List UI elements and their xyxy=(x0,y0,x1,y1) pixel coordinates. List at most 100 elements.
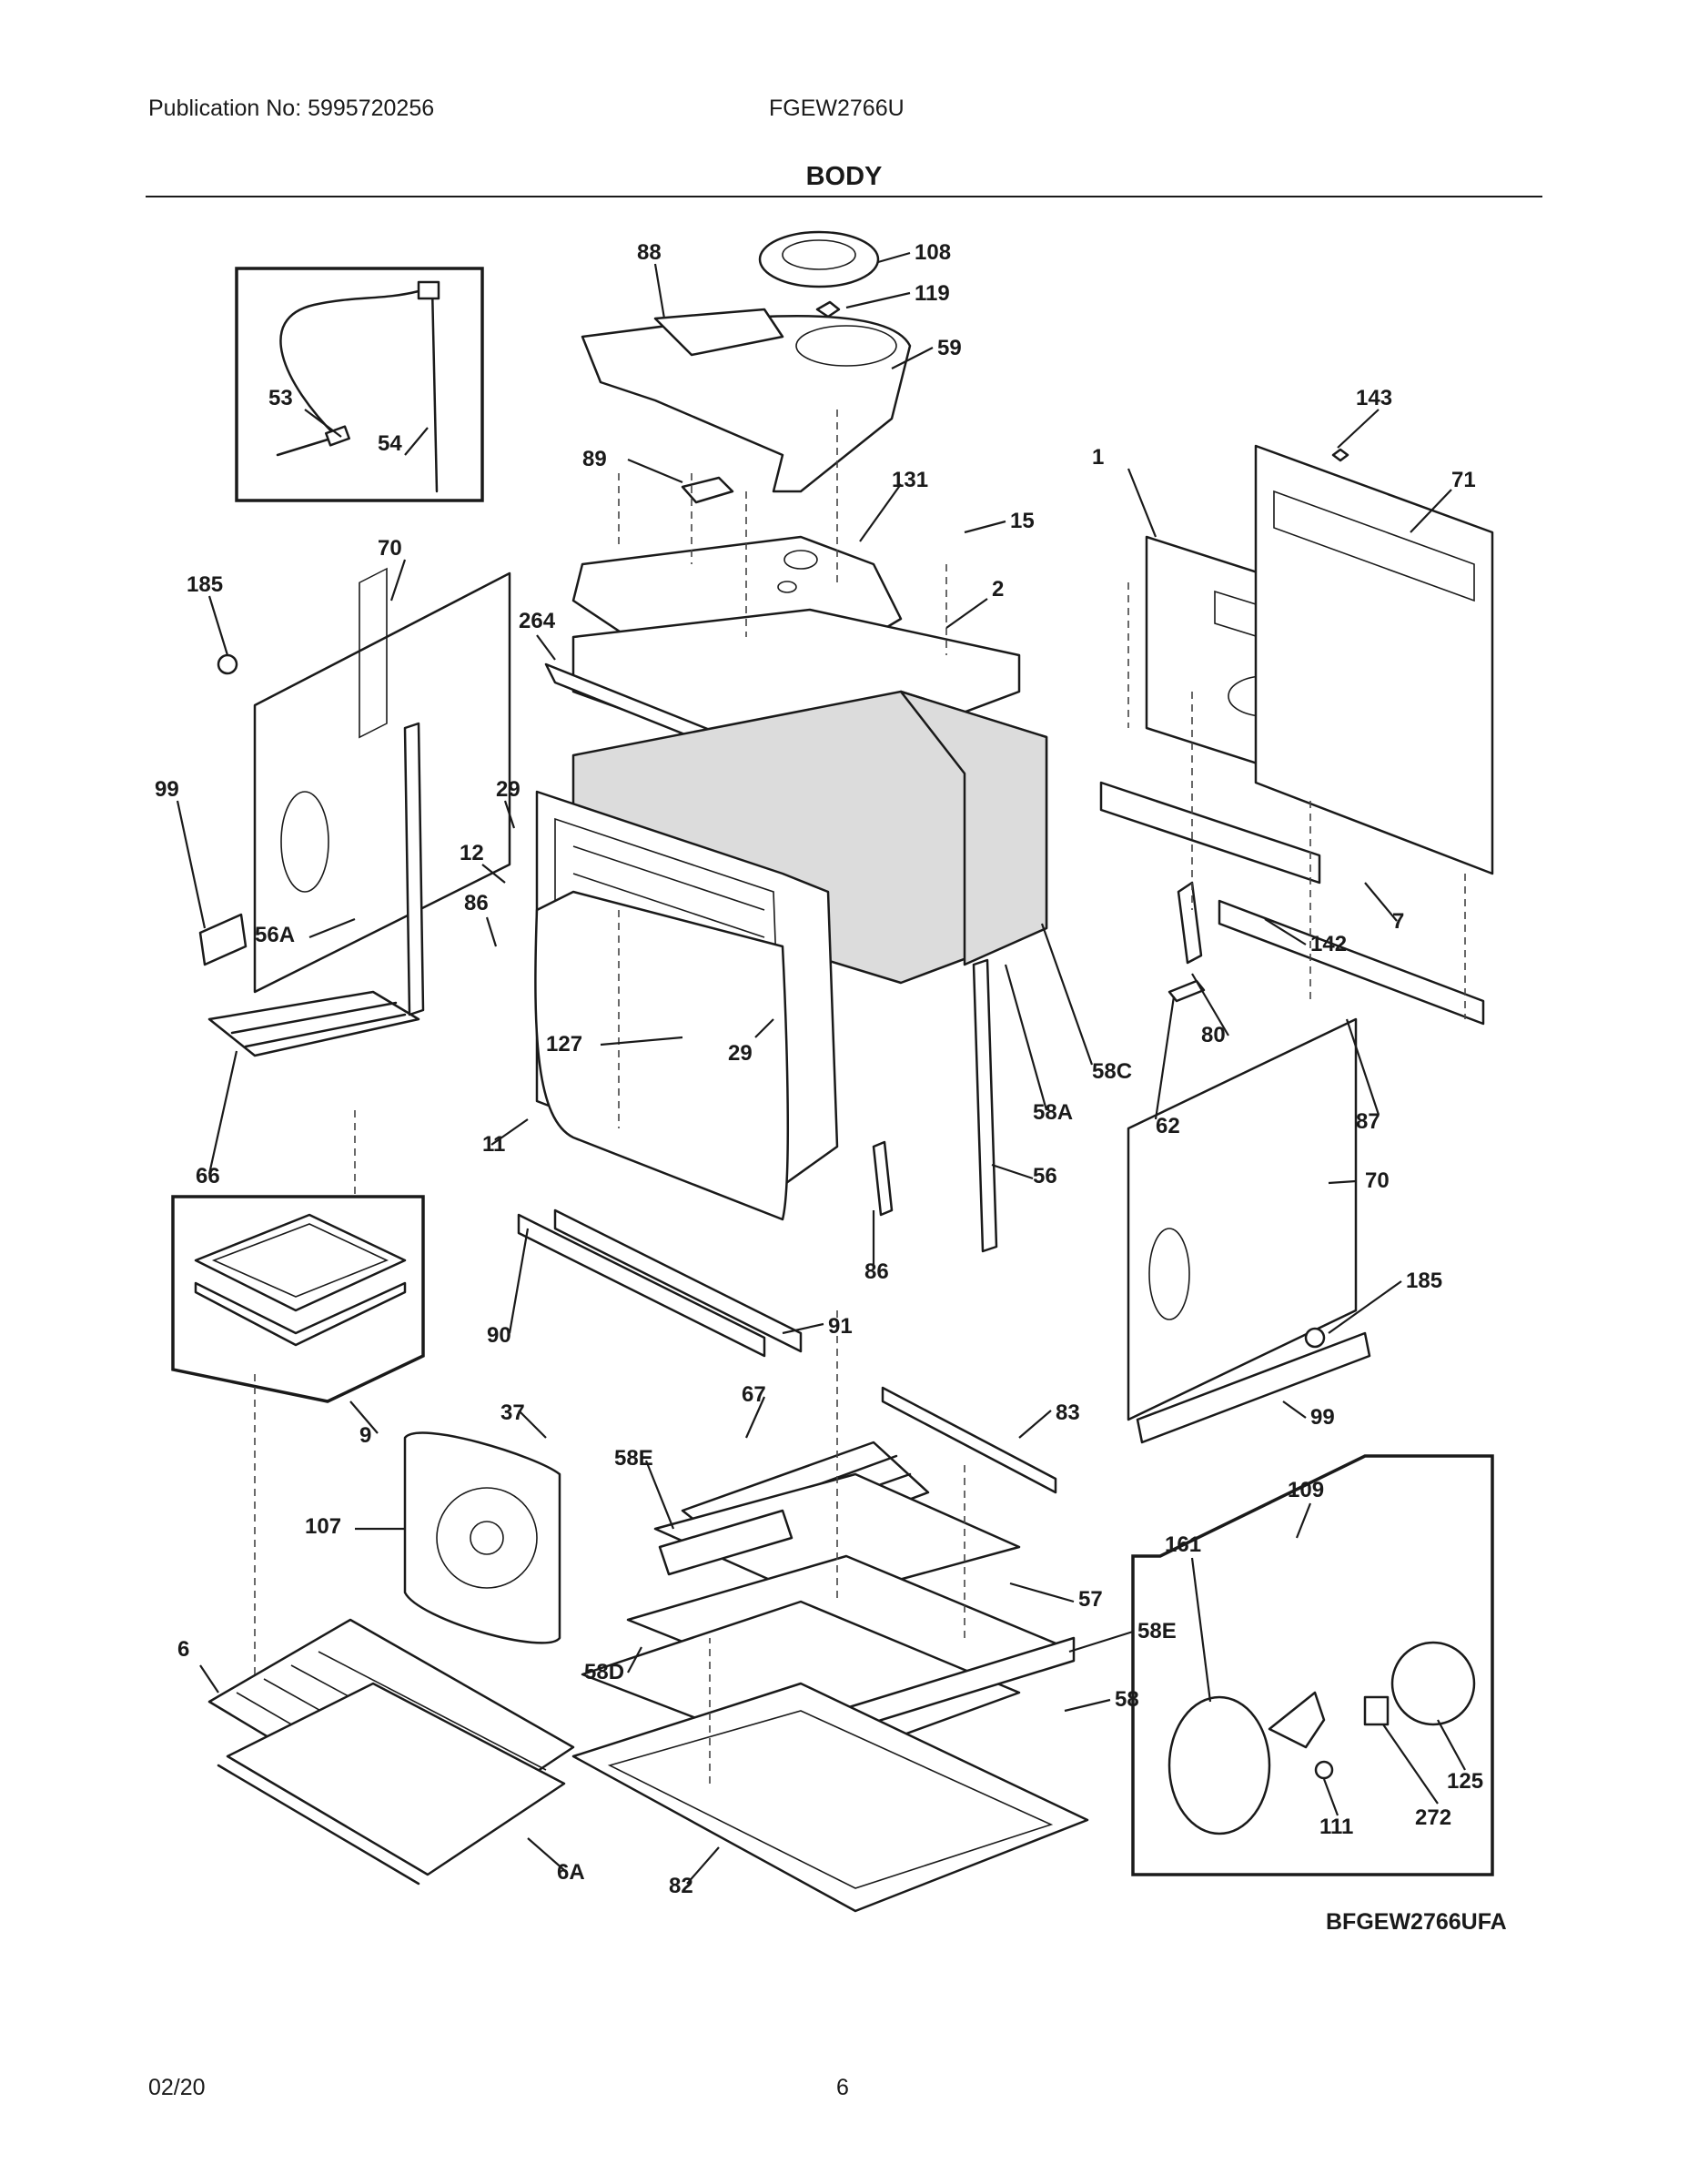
hinge-bracket xyxy=(1177,881,1203,965)
part-label-185: 185 xyxy=(187,572,223,597)
part-label-1: 1 xyxy=(1092,445,1104,470)
leader-line xyxy=(518,1410,547,1439)
part-label-53: 53 xyxy=(268,386,293,410)
part-label-90: 90 xyxy=(487,1323,511,1348)
part-label-119: 119 xyxy=(915,281,950,306)
explosion-lines xyxy=(254,410,1466,1784)
leader-line xyxy=(1328,1280,1402,1334)
part-label-86: 86 xyxy=(864,1259,889,1284)
part-label-108: 108 xyxy=(915,240,951,265)
part-label-58a: 58A xyxy=(1033,1100,1073,1125)
left-side-panel xyxy=(198,567,511,1016)
leader-line xyxy=(349,1400,379,1434)
part-label-80: 80 xyxy=(1201,1023,1226,1047)
leader-line xyxy=(1437,1719,1466,1771)
part-label-107: 107 xyxy=(305,1514,341,1539)
diagram-code: BFGEW2766UFA xyxy=(1326,1909,1507,1935)
part-label-62: 62 xyxy=(1156,1114,1180,1138)
leader-line xyxy=(199,1664,219,1694)
part-label-111: 111 xyxy=(1319,1815,1353,1839)
part-label-11: 11 xyxy=(482,1132,505,1157)
part-label-54: 54 xyxy=(378,431,402,456)
leader-line xyxy=(1322,1778,1339,1816)
leader-line xyxy=(1018,1410,1052,1439)
leader-line xyxy=(536,634,556,661)
part-label-56: 56 xyxy=(1033,1164,1057,1188)
part-label-143: 143 xyxy=(1356,386,1392,410)
back-panel xyxy=(1099,444,1494,1026)
oven-rack xyxy=(207,1618,575,1886)
fan-blade xyxy=(1268,1691,1326,1749)
leader-line xyxy=(1068,1630,1134,1653)
part-label-82: 82 xyxy=(669,1874,693,1898)
leader-line xyxy=(1282,1400,1307,1419)
model-number: FGEW2766U xyxy=(769,96,905,121)
leader-line xyxy=(1337,409,1380,449)
leader-line xyxy=(1345,1018,1380,1116)
part-label-7: 7 xyxy=(1392,909,1404,934)
leader-line xyxy=(686,1846,720,1885)
leader-line xyxy=(891,347,934,369)
rear-brace xyxy=(1099,781,1321,885)
leader-line xyxy=(859,483,902,542)
insulation-front xyxy=(658,1509,793,1576)
part-label-142: 142 xyxy=(1310,932,1347,956)
leader-line xyxy=(644,1460,675,1530)
side-trim xyxy=(403,722,425,1016)
leader-line xyxy=(207,1050,238,1175)
part-label-88: 88 xyxy=(637,240,662,265)
leader-line xyxy=(389,559,407,602)
bottom-pan xyxy=(571,1682,1089,1913)
leader-line xyxy=(1064,1698,1111,1713)
part-label-131: 131 xyxy=(892,468,928,492)
leader-line xyxy=(308,917,356,939)
leader-line xyxy=(1264,918,1307,945)
leader-line xyxy=(207,595,229,656)
leader-line xyxy=(304,409,342,438)
part-label-9: 9 xyxy=(359,1423,371,1448)
bake-element-upper xyxy=(207,990,420,1057)
right-side-panel xyxy=(872,958,1371,1444)
part-label-58e: 58E xyxy=(1137,1619,1177,1643)
part-label-58d: 58D xyxy=(584,1660,624,1684)
part-label-91: 91 xyxy=(828,1314,853,1339)
part-label-109: 109 xyxy=(1288,1478,1324,1502)
leader-line xyxy=(627,1646,642,1673)
part-label-6: 6 xyxy=(177,1637,189,1662)
part-label-272: 272 xyxy=(1415,1805,1451,1830)
lower-trim xyxy=(1136,1331,1371,1444)
probe-cable xyxy=(276,289,420,457)
spacer xyxy=(1363,1695,1390,1726)
part-label-264: 264 xyxy=(519,609,556,633)
leader-line xyxy=(1191,973,1229,1036)
leader-line xyxy=(845,291,911,309)
leader-line xyxy=(1364,882,1398,922)
part-label-15: 15 xyxy=(1010,509,1035,533)
leader-line xyxy=(600,1036,683,1046)
bottom-trim xyxy=(517,1208,803,1358)
fan-cover xyxy=(403,1431,561,1644)
leader-line xyxy=(481,864,506,884)
part-label-29: 29 xyxy=(496,777,521,802)
leader-line xyxy=(1154,996,1176,1120)
part-label-58e: 58E xyxy=(614,1446,653,1471)
header-rule xyxy=(146,196,1542,197)
leader-line xyxy=(1328,1179,1357,1185)
leader-line xyxy=(1295,1502,1312,1539)
leader-line xyxy=(991,1163,1034,1180)
part-label-66: 66 xyxy=(196,1164,220,1188)
part-label-71: 71 xyxy=(1451,468,1476,492)
part-label-67: 67 xyxy=(742,1382,766,1407)
leader-line xyxy=(503,800,516,829)
leader-line xyxy=(653,263,666,319)
leader-line xyxy=(964,520,1006,534)
leader-line xyxy=(877,251,911,264)
part-label-37: 37 xyxy=(500,1400,525,1425)
leader-line xyxy=(176,800,207,929)
leader-line xyxy=(1040,923,1094,1066)
leader-line xyxy=(627,458,683,484)
part-label-99: 99 xyxy=(155,777,179,802)
leader-line xyxy=(404,427,429,456)
leader-line xyxy=(782,1322,824,1335)
